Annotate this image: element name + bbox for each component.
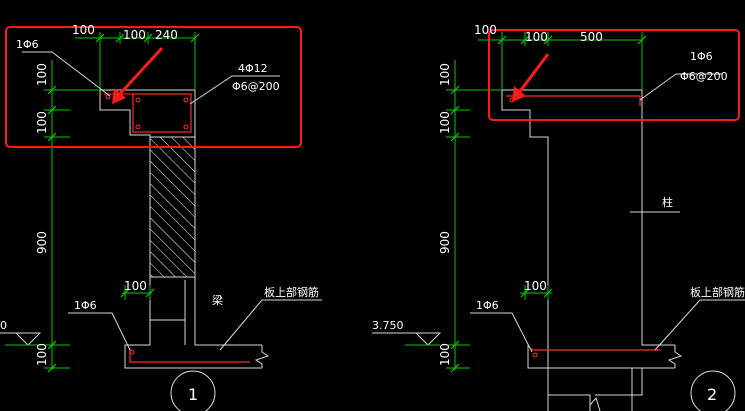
right-section-number: 2 xyxy=(707,385,717,404)
left-red-arrowhead xyxy=(112,88,126,104)
left-slab-rebar-dot xyxy=(129,349,135,355)
left-rebar-dot xyxy=(135,124,141,130)
right-slab-rebar xyxy=(531,348,660,351)
right-section-circle xyxy=(690,370,736,411)
left-vdim-100b: 100 xyxy=(35,111,49,134)
right-vdim-100a: 100 xyxy=(438,63,452,86)
left-red-arrow xyxy=(116,46,164,98)
left-rebar-dot xyxy=(183,97,189,103)
left-vdim-900: 900 xyxy=(35,231,49,254)
right-break-line xyxy=(667,345,683,368)
right-elevation: 3.750 xyxy=(372,319,404,332)
right-dim-bottom-100: 100 xyxy=(524,279,547,293)
left-section-outline xyxy=(60,89,262,369)
right-slab-rebar-dot xyxy=(532,352,538,358)
left-dim-100a: 100 xyxy=(72,23,95,37)
left-inner-step xyxy=(149,319,186,345)
left-highlight-box xyxy=(5,26,302,148)
right-rebar-top-label-1: 1Φ6 xyxy=(690,50,713,63)
right-vdim-900: 900 xyxy=(438,231,452,254)
right-rebar-bottom-label: 1Φ6 xyxy=(476,299,499,312)
left-detail: 100 100 240 1Φ6 4Φ12 Φ6@200 100 100 900 … xyxy=(0,23,322,411)
right-dim-500: 500 xyxy=(580,30,603,44)
left-dim-240: 240 xyxy=(155,28,178,42)
left-dim-100b: 100 xyxy=(123,28,146,42)
right-vdim-100b: 100 xyxy=(438,111,452,134)
left-rebar-dot xyxy=(183,124,189,130)
left-rebar-dot xyxy=(135,97,141,103)
left-beam-label: 梁 xyxy=(212,293,223,307)
left-section-number: 1 xyxy=(188,385,198,404)
left-rebar-stirrup-label: Φ6@200 xyxy=(232,80,280,93)
right-section-outline xyxy=(460,89,591,411)
left-rebar-bottom-label: 1Φ6 xyxy=(74,299,97,312)
left-break-line xyxy=(254,345,270,368)
right-slab-label: 板上部钢筋 xyxy=(690,285,745,299)
right-red-arrow xyxy=(516,53,550,95)
right-detail: 100 100 500 1Φ6 Φ6@200 100 100 900 100 1… xyxy=(372,23,745,411)
left-rebar-4phi12-label: 4Φ12 xyxy=(238,62,268,75)
left-beam-stirrup xyxy=(132,93,192,133)
right-dim-100a: 100 xyxy=(474,23,497,37)
left-vdim-100a: 100 xyxy=(35,63,49,86)
left-elevation: 0 xyxy=(0,319,7,332)
left-slab-rebar xyxy=(129,348,250,363)
right-slab-bottom xyxy=(527,345,643,396)
left-section-outline-right xyxy=(194,90,262,346)
left-rebar-top-label: 1Φ6 xyxy=(16,38,39,51)
left-elevation-mark xyxy=(0,332,42,346)
right-red-arrowhead xyxy=(512,86,526,102)
right-rebar-top-label-2: Φ6@200 xyxy=(680,70,728,83)
right-elevation-mark xyxy=(372,332,442,346)
left-dim-bottom-100: 100 xyxy=(124,279,147,293)
left-slab-label: 板上部钢筋 xyxy=(264,285,319,299)
left-vdim-100c: 100 xyxy=(35,343,49,366)
right-column-right xyxy=(641,90,675,346)
left-section-circle xyxy=(170,370,216,411)
left-hatched-wall xyxy=(149,136,196,278)
right-vdim-100c: 100 xyxy=(438,343,452,366)
right-column-label: 柱 xyxy=(662,195,673,209)
right-dim-100b: 100 xyxy=(525,30,548,44)
right-break-line-bottom xyxy=(589,396,601,411)
right-highlight-box xyxy=(488,29,740,121)
